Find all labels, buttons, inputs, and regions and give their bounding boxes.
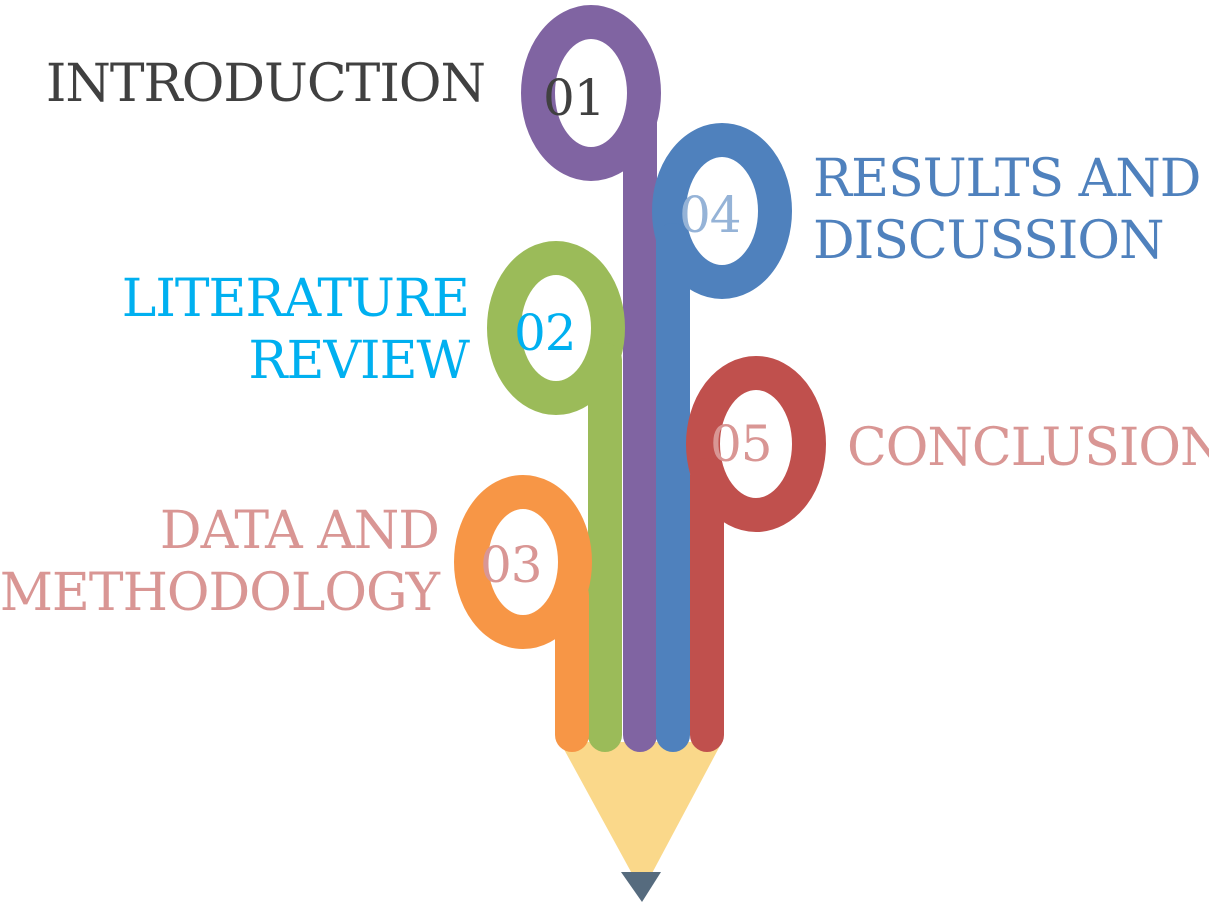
pencil-tip <box>621 872 661 902</box>
colored-strands <box>454 5 826 752</box>
step-03-number: 03 <box>480 536 543 594</box>
pencil-wood <box>560 742 722 892</box>
strand-05 <box>686 356 826 752</box>
step-02-label: LITERATURE REVIEW <box>121 268 470 392</box>
step-02-number: 02 <box>514 304 577 362</box>
step-03-label-line: DATA AND <box>159 501 440 561</box>
step-03-label-line: METHODOLOGY <box>0 563 440 623</box>
step-04-label: RESULTS AND DISCUSSION <box>813 148 1201 272</box>
loop-04 <box>652 123 792 299</box>
step-05-number: 05 <box>710 415 773 473</box>
strand-02 <box>487 241 625 752</box>
strand-01 <box>521 5 661 752</box>
step-04-number: 04 <box>679 186 742 244</box>
step-05-label: CONCLUSION <box>847 417 1209 479</box>
loop-03 <box>454 475 592 649</box>
step-01-label-line: INTRODUCTION <box>45 54 486 114</box>
step-02-label-line: REVIEW <box>248 331 470 391</box>
step-03-label: DATA AND METHODOLOGY <box>0 500 440 624</box>
loop-02 <box>487 241 625 415</box>
step-01-number: 01 <box>543 69 606 127</box>
strand-04 <box>652 123 792 752</box>
step-01-label: INTRODUCTION <box>45 53 486 115</box>
loop-01 <box>521 5 661 181</box>
step-02-label-line: LITERATURE <box>121 269 470 329</box>
step-04-label-line: DISCUSSION <box>813 211 1164 271</box>
strand-03 <box>454 475 592 752</box>
step-05-label-line: CONCLUSION <box>847 418 1209 478</box>
loop-05 <box>686 356 826 532</box>
step-04-label-line: RESULTS AND <box>813 149 1201 209</box>
